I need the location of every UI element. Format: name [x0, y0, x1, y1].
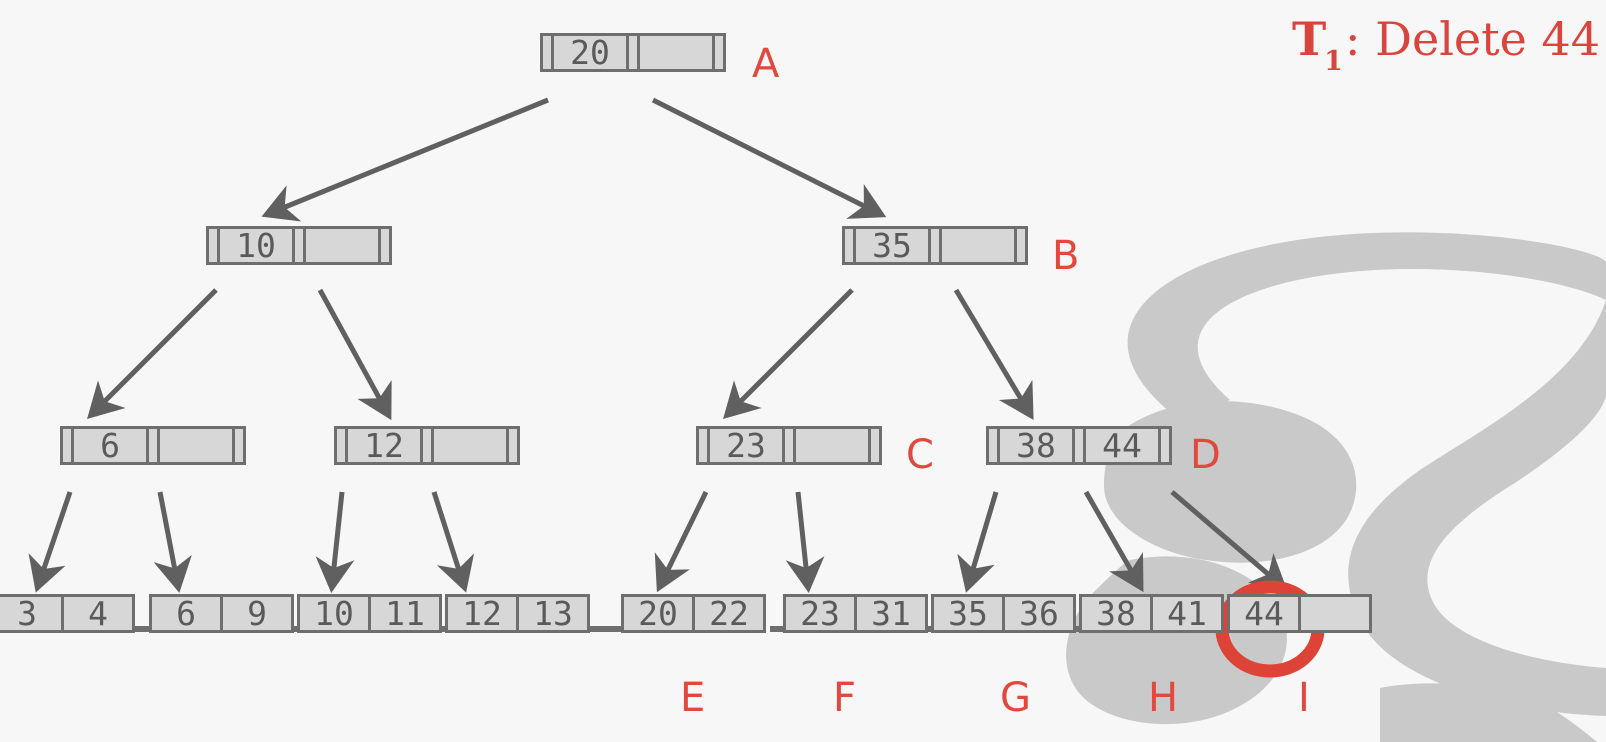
node-b-pointer-2 [1014, 226, 1028, 265]
node-a-key-0: 20 [551, 33, 629, 72]
edge-c-to-e [654, 490, 709, 593]
node-label-b: B [1052, 233, 1080, 279]
leaf-1-key-1: 4 [61, 594, 135, 633]
leaf-3-key-1: 11 [368, 594, 442, 633]
node-d-pointer-2 [1158, 426, 1172, 465]
node-a-pointer-2 [712, 33, 726, 72]
leaf-node-1[interactable]: 3 4 [0, 594, 135, 633]
leaf-e-key-0: 20 [621, 594, 695, 633]
leaf-label-f: F [833, 675, 857, 721]
page-title: T1: Delete 44 [1292, 16, 1600, 75]
leaf-h-key-1: 41 [1150, 594, 1224, 633]
leaf-1-key-0: 3 [0, 594, 64, 633]
internal-node-c[interactable]: 23 [696, 426, 882, 465]
leaf-4-key-0: 12 [445, 594, 519, 633]
node-b-key-0: 35 [853, 226, 931, 265]
node-c-key-0: 23 [707, 426, 785, 465]
internal-node-a[interactable]: 20 [540, 33, 726, 72]
leaf-4-key-1: 13 [516, 594, 590, 633]
node-label-a: A [752, 41, 780, 87]
leaf-label-i: I [1298, 675, 1310, 721]
node-6-key-1 [157, 426, 235, 465]
node-12-key-1 [431, 426, 509, 465]
leaf-node-f[interactable]: 23 31 [783, 594, 928, 633]
edge-b-to-d [953, 288, 1034, 421]
leaf-2-key-1: 9 [220, 594, 294, 633]
node-6-key-0: 6 [71, 426, 149, 465]
edge-n10-to-n12 [317, 288, 392, 421]
node-b-key-1 [939, 226, 1017, 265]
edge-d-to-g [957, 491, 999, 593]
leaf-i-key-0: 44 [1227, 594, 1301, 633]
leaf-f-key-1: 31 [854, 594, 928, 633]
leaf-g-key-0: 35 [931, 594, 1005, 633]
node-d-key-1: 44 [1083, 426, 1161, 465]
internal-node-10[interactable]: 10 [206, 226, 392, 265]
edge-d-to-h [1083, 490, 1144, 593]
edge-b-to-c [723, 288, 854, 419]
edge-a-to-b [651, 97, 887, 219]
leaf-node-3[interactable]: 10 11 [297, 594, 442, 633]
node-label-d: D [1190, 432, 1221, 478]
node-12-key-0: 12 [345, 426, 423, 465]
leaf-i-key-1 [1298, 594, 1372, 633]
leaf-node-g[interactable]: 35 36 [931, 594, 1076, 633]
leaf-label-e: E [680, 675, 706, 721]
leaf-g-key-1: 36 [1002, 594, 1076, 633]
leaf-node-4[interactable]: 12 13 [445, 594, 590, 633]
node-label-c: C [906, 432, 934, 478]
node-12-pointer-2 [506, 426, 520, 465]
node-d-key-0: 38 [997, 426, 1075, 465]
node-c-pointer-2 [868, 426, 882, 465]
leaf-node-e[interactable]: 20 22 [621, 594, 766, 633]
edge-c-to-f [785, 491, 825, 593]
internal-node-6[interactable]: 6 [60, 426, 246, 465]
node-6-pointer-2 [232, 426, 246, 465]
leaf-label-g: G [1000, 675, 1031, 721]
leaf-h-key-0: 38 [1079, 594, 1153, 633]
edge-n12-to-l3 [315, 491, 355, 593]
node-10-key-0: 10 [217, 226, 295, 265]
node-10-key-1 [303, 226, 381, 265]
leaf-e-key-1: 22 [692, 594, 766, 633]
leaf-node-2[interactable]: 6 9 [149, 594, 294, 633]
edge-n6-to-l1 [28, 491, 73, 593]
leaf-node-i[interactable]: 44 [1227, 594, 1372, 633]
node-10-pointer-2 [378, 226, 392, 265]
leaf-label-h: H [1148, 675, 1179, 721]
edge-n6-to-l2 [153, 491, 192, 593]
node-a-key-1 [637, 33, 715, 72]
leaf-node-h[interactable]: 38 41 [1079, 594, 1224, 633]
leaf-3-key-0: 10 [297, 594, 371, 633]
leaf-2-key-0: 6 [149, 594, 223, 633]
edge-n12-to-l4 [431, 491, 475, 593]
edge-d-to-i [1170, 490, 1288, 591]
title-subscript: 1 [1324, 46, 1343, 78]
internal-node-12[interactable]: 12 [334, 426, 520, 465]
edge-n10-to-n6 [87, 288, 218, 419]
title-prefix: T [1291, 12, 1327, 66]
internal-node-b[interactable]: 35 [842, 226, 1028, 265]
edge-a-to-left [261, 97, 549, 222]
internal-node-d[interactable]: 38 44 [986, 426, 1172, 465]
title-text: : Delete 44 [1344, 12, 1600, 66]
leaf-f-key-0: 23 [783, 594, 857, 633]
node-c-key-1 [793, 426, 871, 465]
